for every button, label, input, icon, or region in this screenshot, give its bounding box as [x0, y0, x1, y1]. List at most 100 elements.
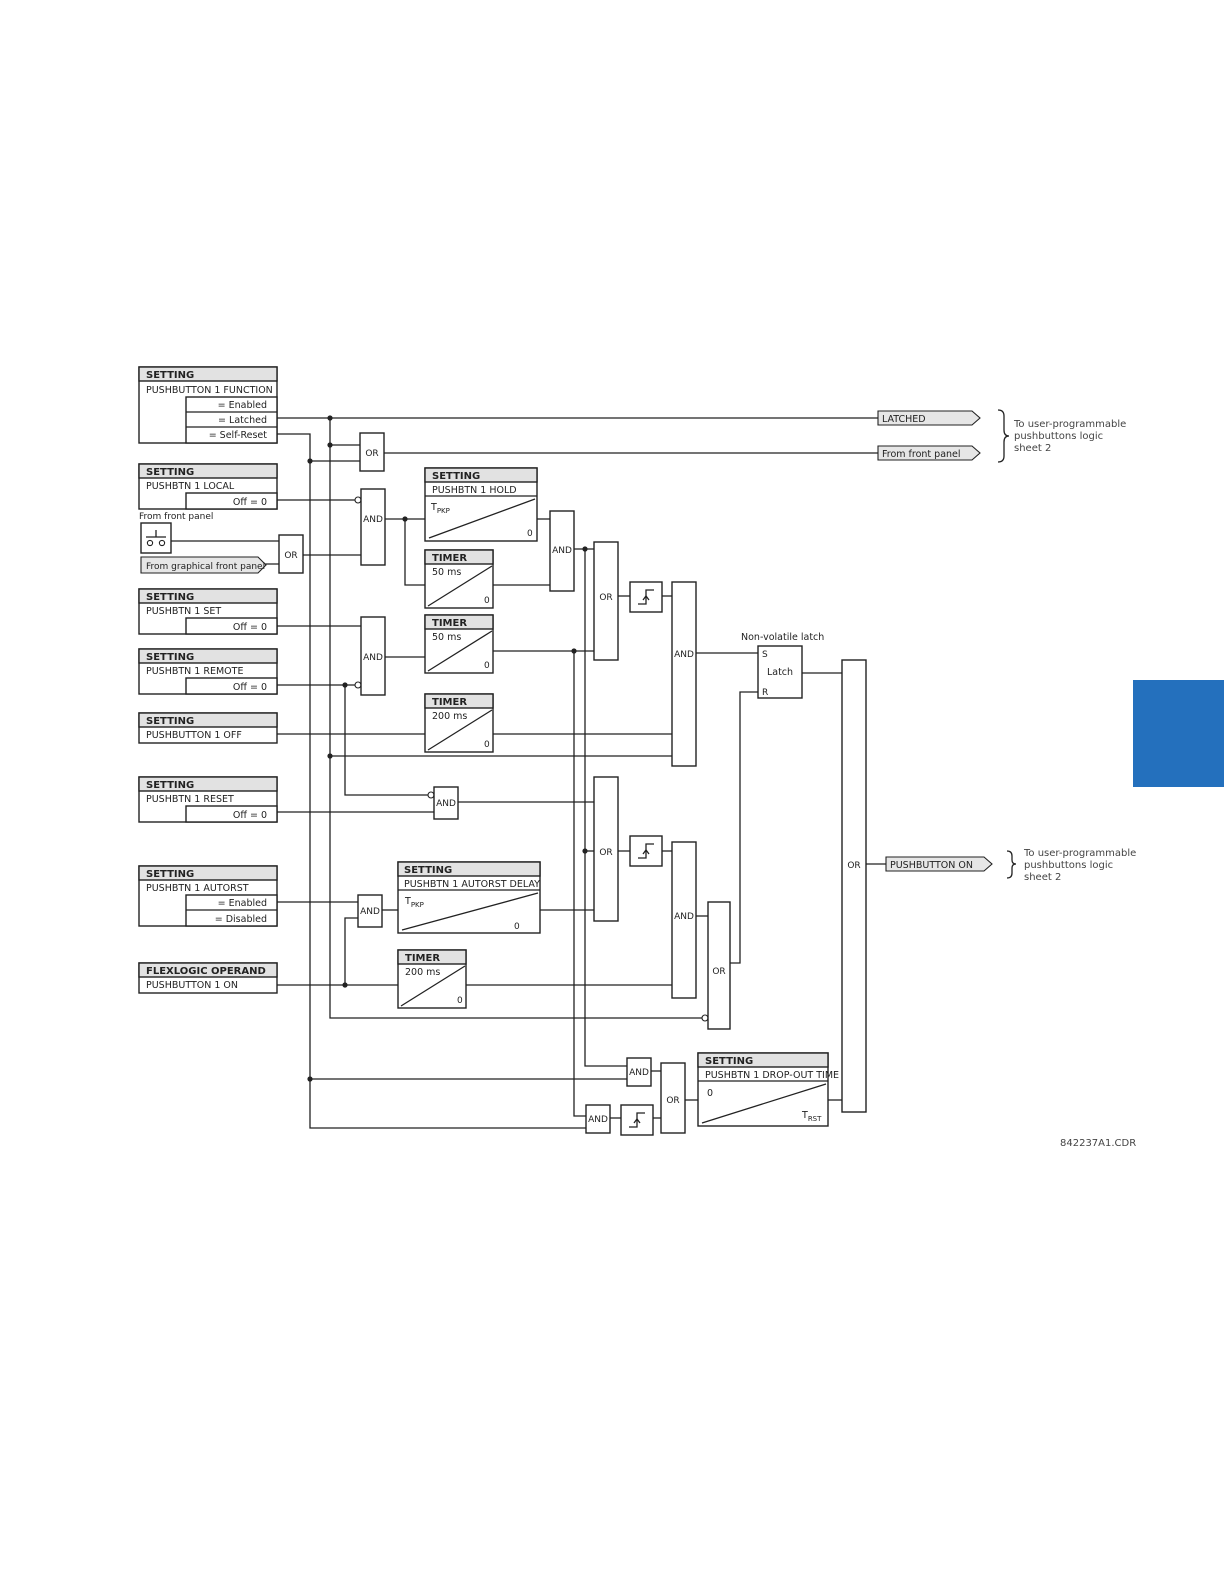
- graphical-front-panel-arrow: [140, 556, 267, 574]
- svg-text:PUSHBTN 1 AUTORST DELAY: PUSHBTN 1 AUTORST DELAY: [404, 879, 540, 890]
- svg-text:TPKP: TPKP: [404, 896, 424, 909]
- svg-text:AND: AND: [629, 1068, 649, 1078]
- svg-text:Latch: Latch: [767, 667, 793, 678]
- timer-50ms-1: TIMER 50 ms 0: [424, 549, 494, 609]
- svg-text:= Enabled: = Enabled: [218, 898, 267, 909]
- non-volatile-latch: Non-volatile latch S Latch R: [741, 632, 824, 699]
- svg-text:R: R: [762, 688, 768, 698]
- svg-text:PUSHBUTTON 1 ON: PUSHBUTTON 1 ON: [146, 980, 238, 991]
- svg-text:TIMER: TIMER: [432, 553, 467, 564]
- svg-text:Off = 0: Off = 0: [233, 497, 267, 508]
- svg-text:50 ms: 50 ms: [432, 632, 461, 643]
- svg-text:FLEXLOGIC OPERAND: FLEXLOGIC OPERAND: [146, 966, 266, 977]
- output-pushbutton-on: PUSHBUTTON ON: [885, 856, 993, 872]
- setting-name: PUSHBUTTON 1 FUNCTION: [146, 385, 273, 396]
- svg-text:PUSHBTN 1 AUTORST: PUSHBTN 1 AUTORST: [146, 883, 249, 894]
- svg-text:AND: AND: [363, 515, 383, 525]
- svg-text:0: 0: [707, 1088, 713, 1099]
- svg-text:Off = 0: Off = 0: [233, 682, 267, 693]
- output-latched: LATCHED: [877, 410, 981, 426]
- setting-header: SETTING: [146, 370, 194, 381]
- setting-pushbutton-function: SETTING PUSHBUTTON 1 FUNCTION = Enabled …: [138, 366, 278, 444]
- note-sheet2-upper: To user-programmable pushbuttons logic s…: [1013, 419, 1126, 454]
- svg-text:From front panel: From front panel: [882, 449, 961, 460]
- svg-text:SETTING: SETTING: [146, 780, 194, 791]
- svg-text:200 ms: 200 ms: [405, 967, 440, 978]
- svg-text:From front panel: From front panel: [139, 512, 213, 522]
- svg-text:PUSHBTN 1 SET: PUSHBTN 1 SET: [146, 606, 221, 617]
- svg-text:PUSHBTN 1 REMOTE: PUSHBTN 1 REMOTE: [146, 666, 243, 677]
- svg-text:0: 0: [457, 996, 463, 1006]
- svg-text:AND: AND: [436, 799, 456, 809]
- gate-or-bottom: OR: [660, 1062, 686, 1134]
- brace-icon: [1006, 850, 1017, 879]
- gate-and-latch-reset: AND: [671, 841, 697, 999]
- svg-text:Non-volatile latch: Non-volatile latch: [741, 632, 824, 643]
- rising-edge-icon: [629, 835, 663, 867]
- svg-text:TIMER: TIMER: [432, 697, 467, 708]
- setting-pushbtn-hold: SETTING PUSHBTN 1 HOLD TPKP 0: [424, 467, 538, 542]
- svg-text:OR: OR: [599, 593, 612, 603]
- svg-text:SETTING: SETTING: [146, 716, 194, 727]
- svg-text:= Disabled: = Disabled: [215, 914, 267, 925]
- setting-pushbtn-local: SETTING PUSHBTN 1 LOCAL Off = 0: [138, 463, 278, 510]
- svg-text:OR: OR: [712, 967, 725, 977]
- setting-pushbutton-off: SETTING PUSHBUTTON 1 OFF: [138, 712, 278, 744]
- svg-text:SETTING: SETTING: [146, 467, 194, 478]
- gate-and-reset: AND: [433, 786, 459, 820]
- svg-text:AND: AND: [552, 546, 572, 556]
- svg-text:OR: OR: [284, 551, 297, 561]
- svg-text:SETTING: SETTING: [432, 471, 480, 482]
- drawing-code: 842237A1.CDR: [1060, 1138, 1136, 1149]
- svg-text:OR: OR: [666, 1096, 679, 1106]
- gate-and-bottom-2: AND: [585, 1104, 611, 1134]
- svg-text:AND: AND: [360, 907, 380, 917]
- svg-text:TPKP: TPKP: [430, 502, 450, 515]
- note-sheet2-lower: To user-programmable pushbuttons logic s…: [1023, 848, 1136, 883]
- svg-text:0: 0: [527, 529, 533, 539]
- gate-or-1: OR: [359, 432, 385, 472]
- svg-text:Off = 0: Off = 0: [233, 810, 267, 821]
- svg-text:TIMER: TIMER: [432, 618, 467, 629]
- gate-or-front-panel: OR: [278, 534, 304, 574]
- setting-pushbtn-remote: SETTING PUSHBTN 1 REMOTE Off = 0: [138, 648, 278, 695]
- svg-text:pushbuttons logic: pushbuttons logic: [1014, 431, 1103, 442]
- svg-text:LATCHED: LATCHED: [882, 414, 926, 425]
- gate-or-set: OR: [593, 541, 619, 661]
- svg-text:PUSHBTN 1 DROP-OUT TIME: PUSHBTN 1 DROP-OUT TIME: [705, 1070, 839, 1081]
- svg-text:PUSHBTN 1 RESET: PUSHBTN 1 RESET: [146, 794, 234, 805]
- svg-text:0: 0: [514, 922, 520, 932]
- svg-text:sheet 2: sheet 2: [1024, 872, 1061, 883]
- gate-or-latch-reset: OR: [707, 901, 731, 1030]
- svg-text:0: 0: [484, 661, 490, 671]
- timer-200ms-1: TIMER 200 ms 0: [424, 693, 494, 753]
- svg-text:AND: AND: [674, 912, 694, 922]
- flexlogic-pushbutton-on: FLEXLOGIC OPERAND PUSHBUTTON 1 ON: [138, 962, 278, 994]
- svg-text:From graphical front panel: From graphical front panel: [146, 562, 265, 572]
- option-latched: = Latched: [218, 415, 267, 426]
- svg-text:PUSHBUTTON ON: PUSHBUTTON ON: [890, 860, 973, 871]
- gate-or-reset: OR: [593, 776, 619, 922]
- timer-200ms-2: TIMER 200 ms 0: [397, 949, 467, 1009]
- setting-pushbtn-set: SETTING PUSHBTN 1 SET Off = 0: [138, 588, 278, 635]
- svg-text:SETTING: SETTING: [705, 1056, 753, 1067]
- front-panel-pushbutton: From front panel From graphical front pa…: [139, 512, 267, 574]
- setting-pushbtn-autorst: SETTING PUSHBTN 1 AUTORST = Enabled = Di…: [138, 865, 278, 927]
- svg-text:SETTING: SETTING: [146, 652, 194, 663]
- svg-text:TIMER: TIMER: [405, 953, 440, 964]
- gate-and-autorst: AND: [357, 894, 383, 928]
- svg-text:S: S: [762, 650, 768, 660]
- svg-text:TRST: TRST: [801, 1110, 822, 1123]
- gate-and-hold: AND: [549, 510, 575, 592]
- svg-text:sheet 2: sheet 2: [1014, 443, 1051, 454]
- setting-pushbtn-reset: SETTING PUSHBTN 1 RESET Off = 0: [138, 776, 278, 823]
- gate-or-output: OR: [841, 659, 867, 1113]
- svg-text:To user-programmable: To user-programmable: [1023, 848, 1136, 859]
- option-self-reset: = Self-Reset: [209, 430, 268, 441]
- svg-text:0: 0: [484, 596, 490, 606]
- svg-text:AND: AND: [588, 1115, 608, 1125]
- rising-edge-icon: [629, 581, 663, 613]
- svg-text:pushbuttons logic: pushbuttons logic: [1024, 860, 1113, 871]
- pushbutton-icon: [146, 530, 166, 547]
